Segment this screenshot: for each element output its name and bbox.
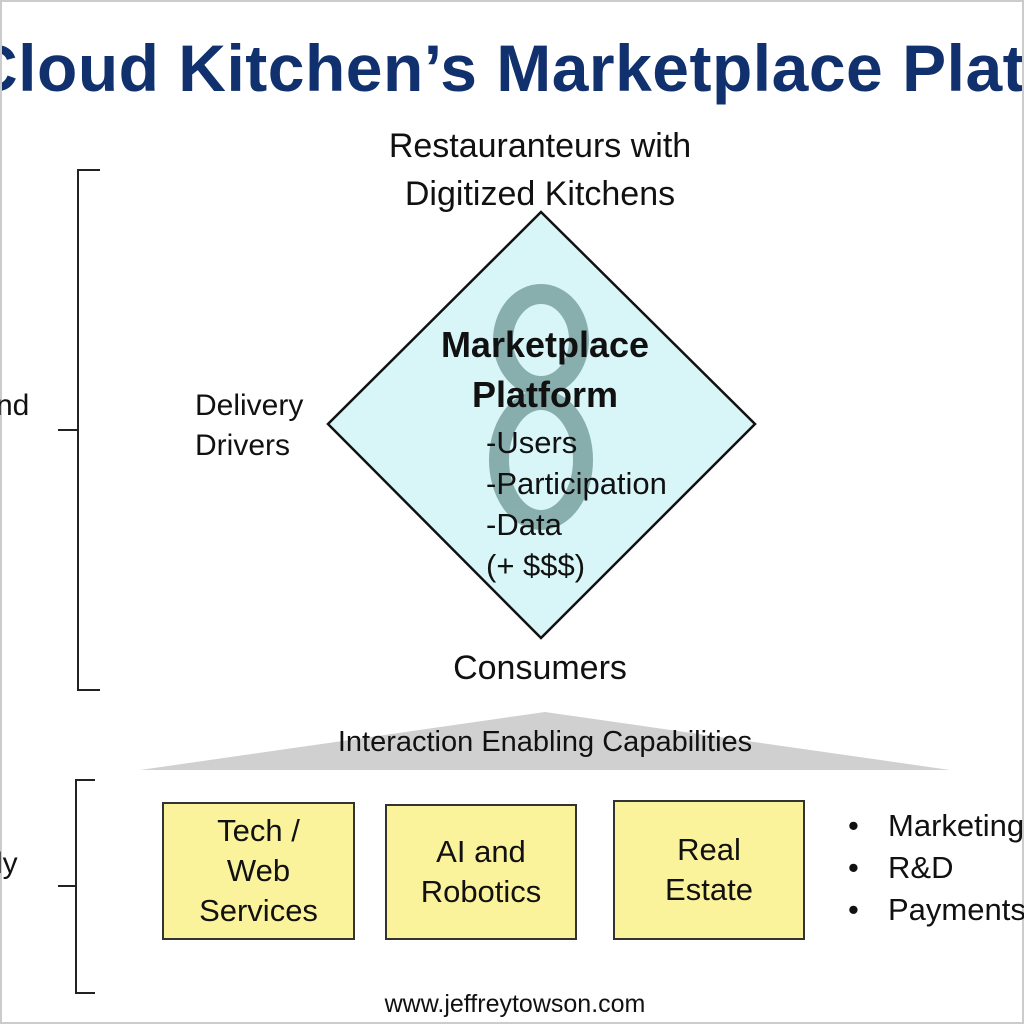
consumers-label: Consumers: [453, 649, 627, 687]
restauranteurs-label: Restauranteurs with Digitized Kitchens: [300, 122, 780, 218]
platform-list-item: -Data: [486, 507, 562, 542]
capability-bullets: •Marketing •R&D •Payments: [848, 805, 1024, 931]
side-label-upper: nd: [0, 389, 30, 422]
platform-list-item: (+ $$$): [486, 548, 586, 583]
platform-list-item: -Participation: [486, 466, 667, 501]
platform-list: -Users -Participation -Data (+ $$$): [486, 422, 667, 586]
top-label-line-1: Restauranteurs with: [388, 127, 692, 165]
platform-title-line-2: Platform: [471, 374, 619, 415]
capability-line: AI and: [436, 834, 526, 869]
capability-line: Services: [199, 893, 318, 928]
platform-title: Marketplace Platform: [400, 320, 690, 420]
left-label-line-1: Delivery: [195, 389, 304, 422]
top-label-line-2: Digitized Kitchens: [404, 175, 676, 213]
platform-title-line-1: Marketplace: [440, 324, 650, 365]
platform-diamond: [326, 210, 757, 640]
capability-line: Estate: [665, 872, 753, 907]
bullet-item: •R&D: [848, 847, 1024, 889]
infinity-loop-icon: [489, 284, 593, 530]
bullet-dot-icon: •: [848, 850, 859, 885]
interaction-label: Interaction Enabling Capabilities: [337, 726, 753, 758]
capability-box-tech: Tech / Web Services: [162, 802, 355, 940]
side-label-lower: ly: [0, 847, 18, 880]
interaction-triangle: [140, 712, 950, 770]
capability-box-ai: AI and Robotics: [385, 804, 577, 940]
bullet-dot-icon: •: [848, 892, 859, 927]
capability-box-real-estate: Real Estate: [613, 800, 805, 940]
capability-line: Tech /: [217, 813, 300, 848]
capability-line: Robotics: [420, 874, 542, 909]
capability-line: Web: [226, 853, 291, 888]
capability-line: Real: [677, 832, 741, 867]
footer-url: www.jeffreytowson.com: [384, 990, 646, 1018]
bullet-item: •Payments: [848, 889, 1024, 931]
bullet-dot-icon: •: [848, 808, 859, 843]
brace-upper: [58, 169, 100, 691]
bullet-item: •Marketing: [848, 805, 1024, 847]
slide-title: Cloud Kitchen’s Marketplace Platform: [0, 31, 1024, 105]
platform-list-item: -Users: [486, 425, 578, 460]
left-label-line-2: Drivers: [195, 429, 290, 462]
brace-lower: [58, 779, 95, 994]
delivery-drivers-label: Delivery Drivers: [195, 386, 303, 466]
